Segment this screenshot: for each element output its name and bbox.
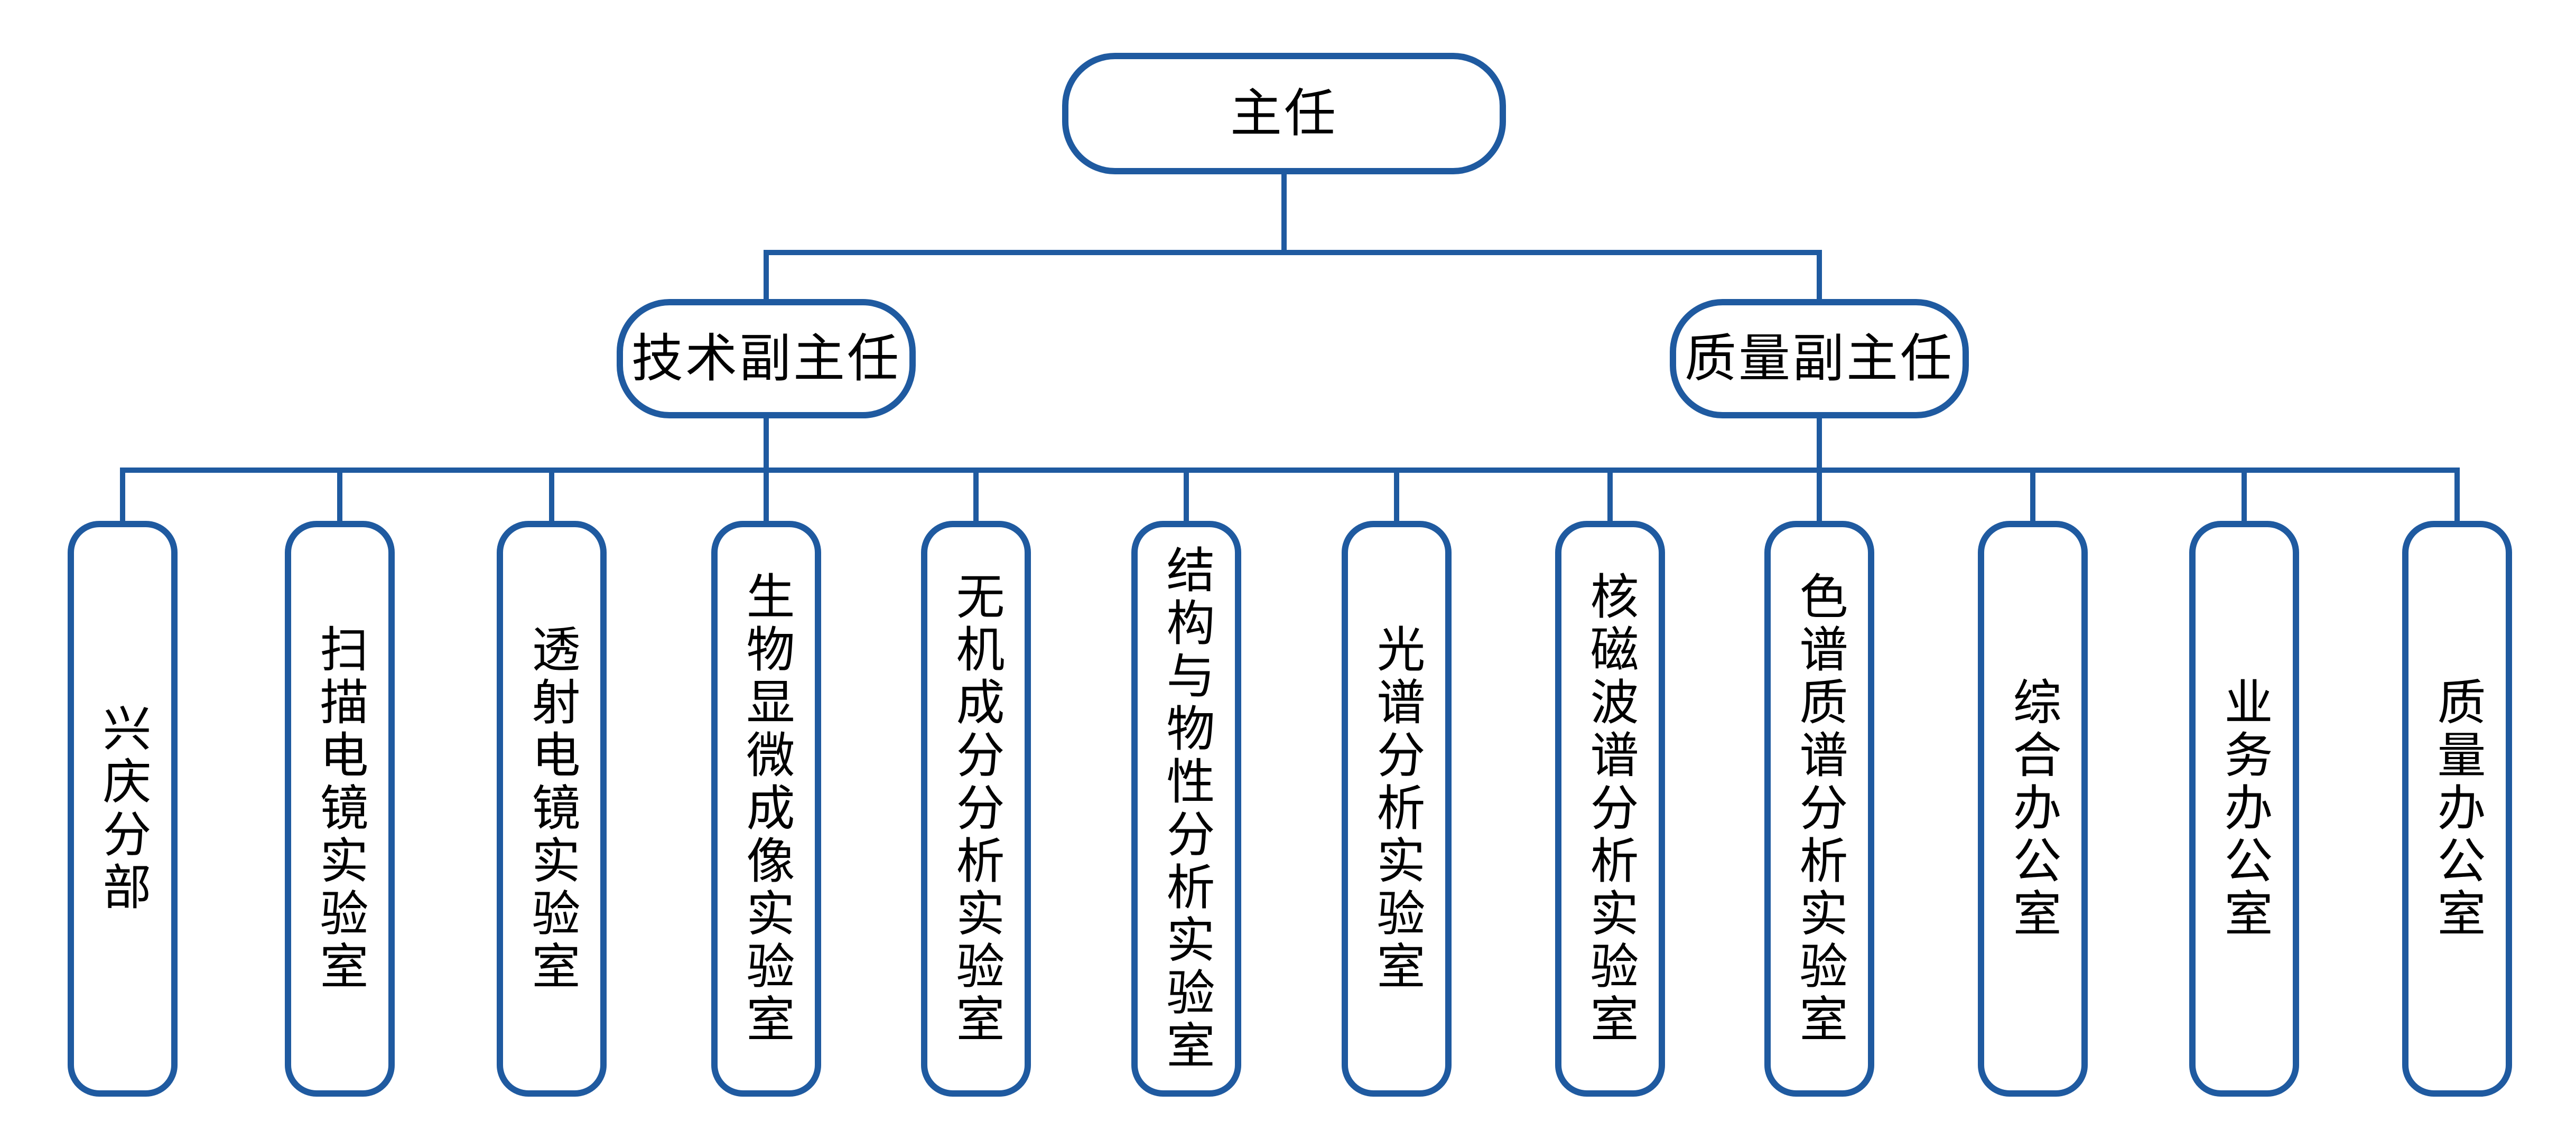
node-technical-deputy-label: 技术副主任 [631, 329, 901, 389]
node-department-5: 无机成分分析实验室 [921, 521, 1031, 1097]
department-label: 质量办公室 [2429, 677, 2486, 941]
node-quality-deputy-label: 质量副主任 [1684, 329, 1954, 389]
department-label: 业务办公室 [2216, 677, 2273, 941]
department-label: 透射电镜实验室 [524, 624, 580, 994]
node-department-7: 光谱分析实验室 [1342, 521, 1452, 1097]
department-label: 无机成分分析实验室 [948, 571, 1005, 1046]
department-label: 生物显微成像实验室 [738, 571, 795, 1046]
node-department-11: 业务办公室 [2189, 521, 2299, 1097]
department-label: 光谱分析实验室 [1369, 624, 1425, 994]
node-department-9: 色谱质谱分析实验室 [1764, 521, 1874, 1097]
node-department-12: 质量办公室 [2402, 521, 2512, 1097]
department-label: 结构与物性分析实验室 [1158, 545, 1215, 1073]
department-label: 兴庆分部 [95, 703, 151, 914]
department-label: 核磁波谱分析实验室 [1582, 571, 1639, 1046]
department-label: 色谱质谱分析实验室 [1791, 571, 1848, 1046]
node-department-6: 结构与物性分析实验室 [1131, 521, 1241, 1097]
node-department-1: 兴庆分部 [68, 521, 178, 1097]
node-director: 主任 [1062, 53, 1506, 174]
node-department-4: 生物显微成像实验室 [711, 521, 821, 1097]
department-label: 综合办公室 [2005, 677, 2061, 941]
node-department-10: 综合办公室 [1978, 521, 2088, 1097]
node-quality-deputy: 质量副主任 [1670, 299, 1969, 418]
node-department-3: 透射电镜实验室 [497, 521, 607, 1097]
node-director-label: 主任 [1230, 83, 1338, 144]
node-department-2: 扫描电镜实验室 [285, 521, 395, 1097]
department-label: 扫描电镜实验室 [312, 624, 368, 994]
node-technical-deputy: 技术副主任 [617, 299, 916, 418]
node-department-8: 核磁波谱分析实验室 [1555, 521, 1665, 1097]
